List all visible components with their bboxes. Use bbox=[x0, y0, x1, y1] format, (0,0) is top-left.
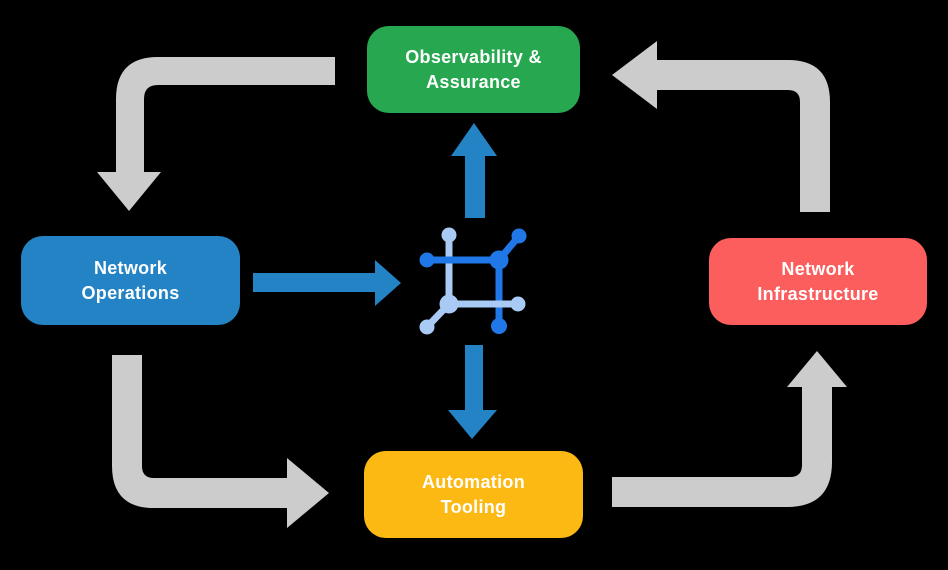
mesh-light-lines bbox=[423, 300, 522, 331]
arrow-infrastructure-to-observability bbox=[612, 41, 830, 212]
node-observability-label: Observability & Assurance bbox=[405, 47, 542, 92]
node-network-operations: Network Operations bbox=[21, 236, 240, 325]
arrow-icon-to-automation bbox=[448, 345, 497, 439]
arrow-observability-to-operations bbox=[97, 57, 335, 211]
node-network-infrastructure: Network Infrastructure bbox=[709, 238, 927, 325]
mesh-dark-nodes bbox=[419, 228, 527, 334]
node-automation-label: Automation Tooling bbox=[422, 472, 525, 517]
mesh-dark-lines bbox=[423, 232, 523, 330]
arrow-operations-to-icon bbox=[253, 260, 401, 306]
mesh-light-nodes bbox=[419, 227, 526, 335]
node-infrastructure-label: Network Infrastructure bbox=[757, 259, 879, 304]
node-automation-tooling: Automation Tooling bbox=[364, 451, 583, 538]
arrow-operations-to-automation bbox=[112, 355, 329, 528]
arrow-icon-to-observability bbox=[451, 123, 497, 218]
node-observability-assurance: Observability & Assurance bbox=[367, 26, 580, 113]
node-operations-label: Network Operations bbox=[81, 258, 180, 303]
arrow-automation-to-infrastructure bbox=[612, 351, 847, 507]
network-mesh-icon bbox=[419, 227, 527, 335]
